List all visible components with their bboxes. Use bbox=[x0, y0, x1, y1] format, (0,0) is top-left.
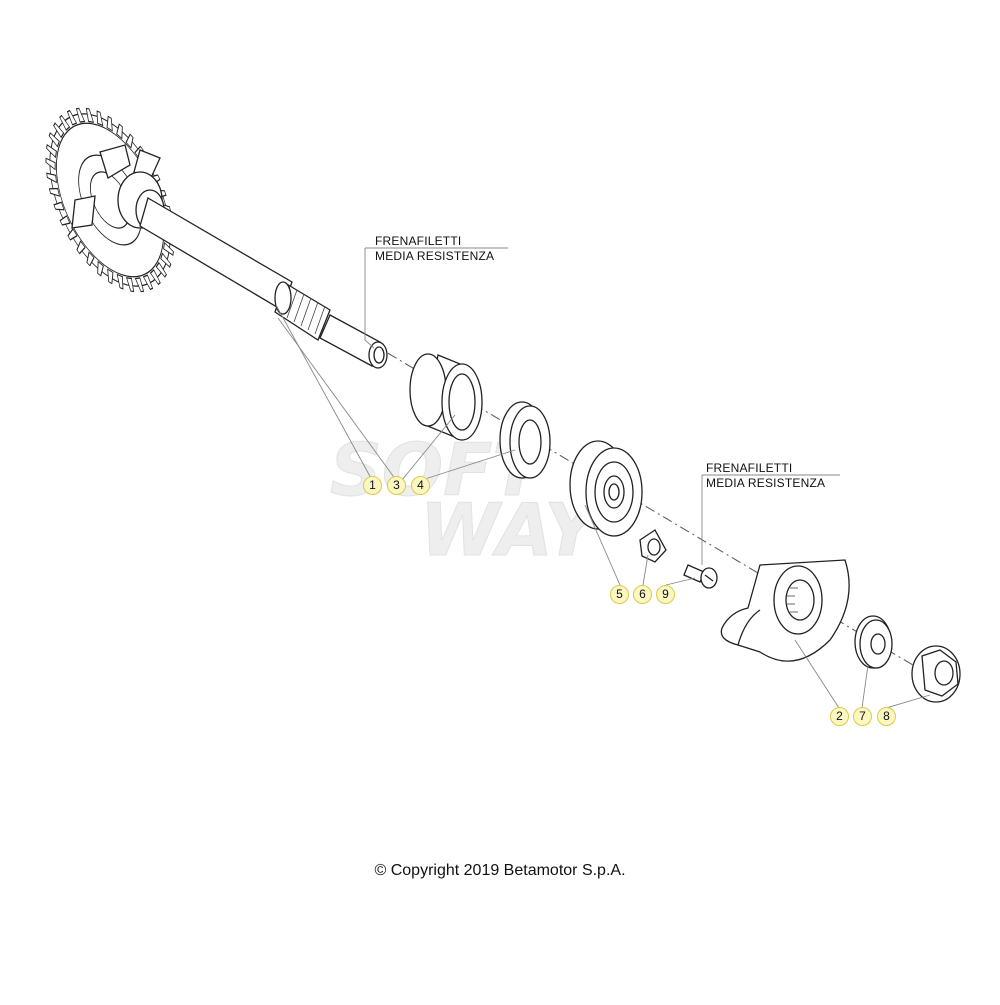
gear-tooth bbox=[46, 172, 57, 184]
gear-tooth bbox=[116, 123, 123, 140]
gear-tooth bbox=[116, 273, 124, 290]
gear-tooth bbox=[160, 252, 172, 268]
watermark: SOFT WAY bbox=[330, 428, 604, 573]
gear-tooth bbox=[134, 277, 145, 293]
gear-tooth bbox=[76, 240, 86, 255]
threadlock-note: FRENAFILETTI MEDIA RESISTENZA bbox=[375, 234, 494, 264]
copyright-text: © Copyright 2019 Betamotor S.p.A. bbox=[374, 862, 626, 879]
gear-tooth bbox=[125, 277, 135, 293]
gear-tooth bbox=[59, 114, 71, 131]
callout-5[interactable]: 5 bbox=[610, 585, 629, 604]
callout-8[interactable]: 8 bbox=[877, 707, 896, 726]
gear-tooth bbox=[45, 157, 56, 171]
callout-9[interactable]: 9 bbox=[656, 585, 675, 604]
gear-tooth bbox=[97, 260, 104, 277]
gear-tooth bbox=[155, 261, 167, 278]
leader-lines bbox=[275, 247, 931, 709]
note-line2: MEDIA RESISTENZA bbox=[375, 249, 495, 263]
gear-tooth bbox=[125, 133, 134, 149]
note-line1: FRENAFILETTI bbox=[375, 234, 462, 248]
note-line2: MEDIA RESISTENZA bbox=[706, 476, 826, 490]
gear-tooth bbox=[48, 187, 61, 197]
gear-tooth bbox=[149, 269, 161, 286]
gear-tooth bbox=[46, 144, 57, 159]
callout-6[interactable]: 6 bbox=[633, 585, 652, 604]
gear-tooth bbox=[96, 110, 104, 127]
note-line1: FRENAFILETTI bbox=[706, 461, 793, 475]
callout-4[interactable]: 4 bbox=[411, 476, 430, 495]
threadlock-note: FRENAFILETTI MEDIA RESISTENZA bbox=[706, 461, 825, 491]
bushing-part bbox=[409, 353, 483, 441]
gear-tooth bbox=[85, 107, 95, 123]
gear-tooth bbox=[106, 115, 113, 132]
gear-tooth bbox=[163, 241, 174, 256]
gear-tooth bbox=[107, 268, 114, 285]
flat-washer-part bbox=[854, 615, 893, 669]
gear-shaft-part bbox=[45, 107, 388, 369]
cam-lever-part bbox=[720, 559, 850, 662]
callout-3[interactable]: 3 bbox=[387, 476, 406, 495]
washer-part bbox=[639, 529, 667, 563]
gear-tooth bbox=[67, 228, 78, 241]
gear-tooth bbox=[75, 107, 86, 123]
gear-tooth bbox=[53, 201, 65, 211]
seal-part bbox=[499, 401, 551, 479]
gear-tooth bbox=[48, 132, 60, 148]
screw-part bbox=[683, 564, 718, 589]
flange-nut-part bbox=[911, 645, 961, 703]
callout-2[interactable]: 2 bbox=[830, 707, 849, 726]
gear-tooth bbox=[53, 122, 65, 139]
gear-tooth bbox=[86, 251, 95, 267]
gear-tooth bbox=[59, 215, 71, 226]
gear-tooth bbox=[66, 109, 78, 126]
gear-tooth bbox=[142, 274, 154, 291]
callout-7[interactable]: 7 bbox=[853, 707, 872, 726]
callout-1[interactable]: 1 bbox=[363, 476, 382, 495]
bearing-part bbox=[569, 440, 643, 537]
